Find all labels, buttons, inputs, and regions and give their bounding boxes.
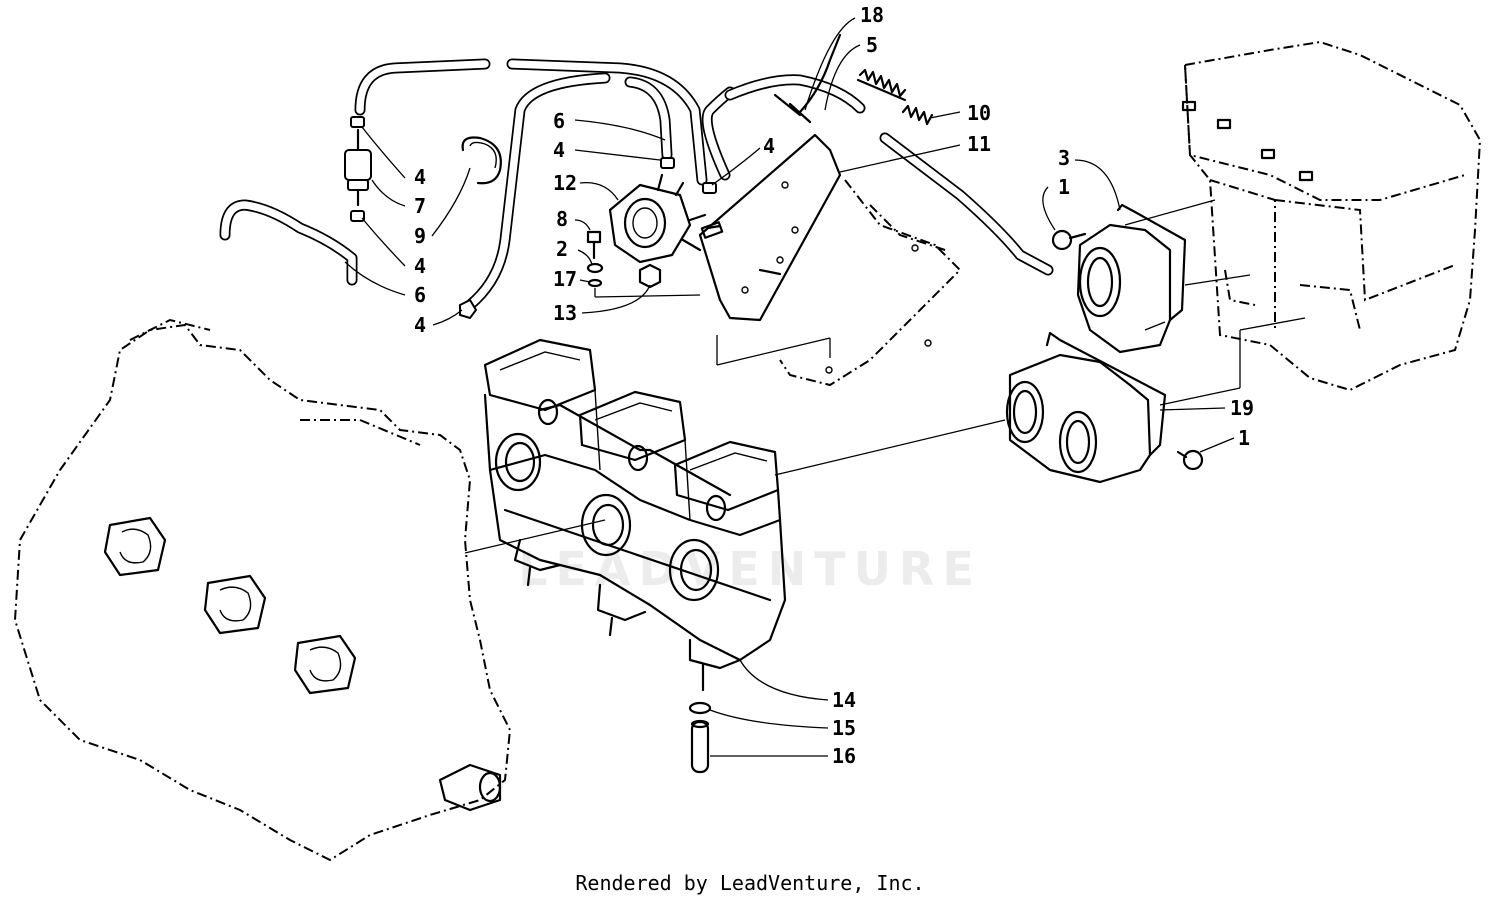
callout-labels: 18 5 10 11 6 4 4 12 8 2 17 13 4 7 9 4 6 …: [414, 3, 1254, 768]
mounting-stud: [706, 224, 782, 276]
lock-washer: [587, 278, 603, 288]
callout-18: 18: [860, 3, 884, 27]
bolt: [586, 230, 602, 260]
callout-4: 4: [414, 313, 426, 337]
fuel-line-to-pump: [624, 76, 736, 181]
callout-2: 2: [556, 237, 568, 261]
callout-11: 11: [967, 132, 991, 156]
callout-14: 14: [832, 688, 856, 712]
throttle-cable: [773, 33, 842, 124]
intake-port-1: [103, 516, 167, 577]
airbox-outline: [1181, 40, 1482, 392]
impulse-line: [724, 74, 1054, 276]
callout-15: 15: [832, 716, 856, 740]
hose-clamp: [350, 116, 717, 320]
vent-hose: [219, 199, 358, 286]
carburetor-assembly: [483, 338, 787, 692]
callout-1: 1: [1238, 426, 1250, 450]
engine-block-outline: [13, 318, 512, 862]
callout-19: 19: [1230, 396, 1254, 420]
intake-silencer-upper: [1076, 203, 1187, 354]
fuel-pump-bracket: [698, 133, 842, 322]
drain-clamp: [688, 701, 712, 715]
fuel-line-top: [354, 58, 708, 186]
push-pin-lower: [1176, 449, 1204, 471]
footer-credit: Rendered by LeadVenture, Inc.: [575, 871, 924, 895]
frame-outline: [779, 179, 962, 387]
callout-12: 12: [553, 171, 577, 195]
spring-upper: [856, 68, 907, 102]
fuel-filter: [344, 128, 372, 207]
callout-1: 1: [1058, 175, 1070, 199]
callout-5: 5: [866, 33, 878, 57]
callout-6: 6: [553, 109, 565, 133]
callout-8: 8: [556, 207, 568, 231]
intake-port-2: [203, 574, 267, 635]
callout-17: 17: [553, 267, 577, 291]
push-pin-upper: [1051, 229, 1087, 251]
callout-9: 9: [414, 224, 426, 248]
callout-10: 10: [967, 101, 991, 125]
callout-4: 4: [763, 134, 775, 158]
callout-4: 4: [414, 254, 426, 278]
callout-3: 3: [1058, 146, 1070, 170]
callout-leaders: [344, 17, 1235, 757]
intake-silencer-lower: [1005, 331, 1167, 484]
band-clamp: [461, 136, 502, 185]
callout-7: 7: [414, 194, 426, 218]
callout-6: 6: [414, 283, 426, 307]
intake-port-3: [293, 634, 357, 695]
spring-lower: [901, 104, 934, 126]
callout-4: 4: [553, 138, 565, 162]
fuel-line-down-left: [464, 72, 611, 311]
drain-tube: [690, 719, 710, 774]
callout-16: 16: [832, 744, 856, 768]
lock-nut: [638, 263, 662, 289]
engine-fitting: [438, 763, 502, 812]
callout-13: 13: [553, 301, 577, 325]
watermark-text: LEADVENTURE: [518, 542, 982, 596]
carb-throat-1: [494, 432, 542, 492]
fuel-pump: [608, 173, 724, 264]
washer: [586, 262, 604, 274]
callout-4: 4: [414, 165, 426, 189]
